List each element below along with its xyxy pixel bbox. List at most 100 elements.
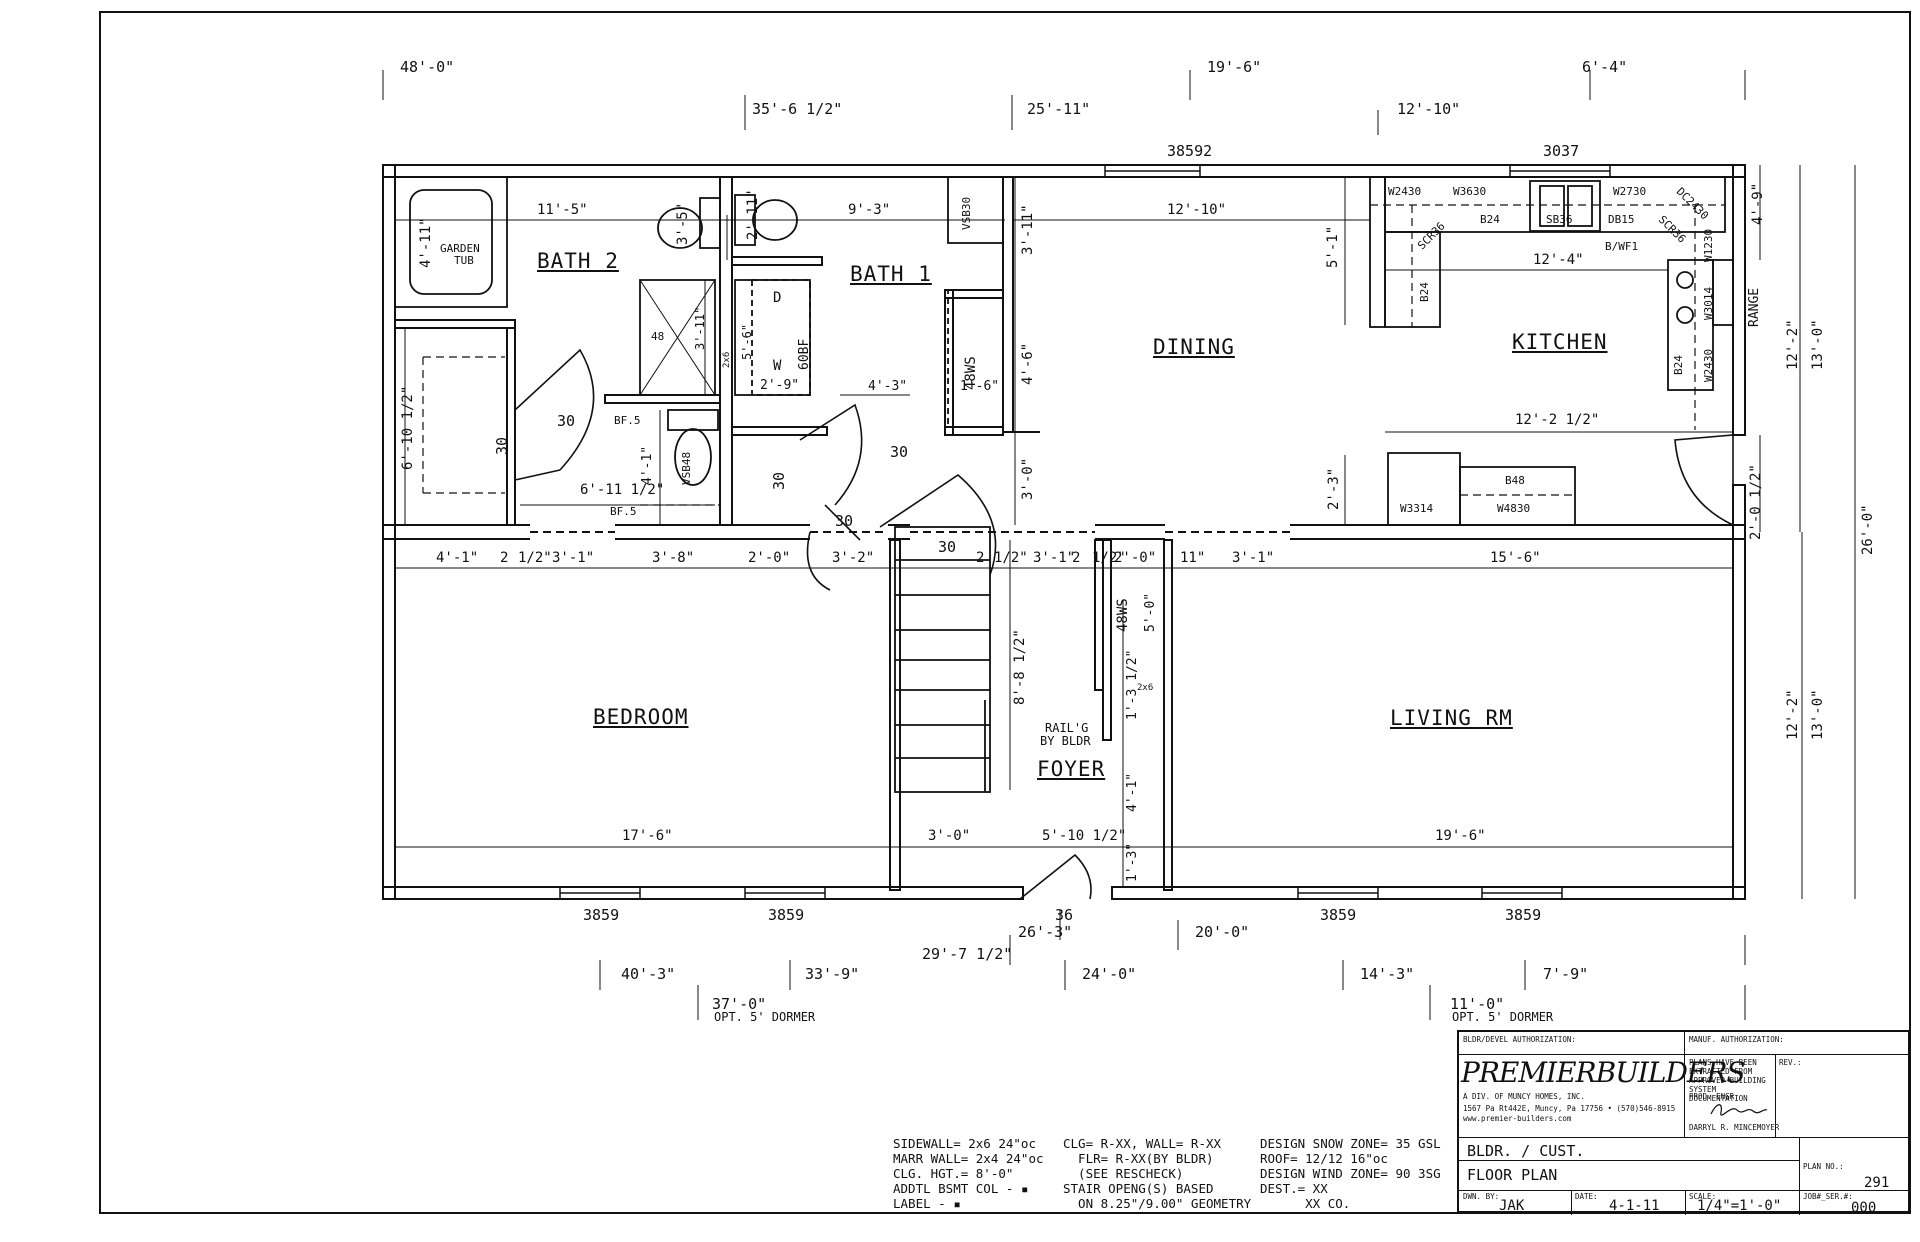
dim-5-1: 5'-1" <box>1325 225 1341 268</box>
window-3859-d: 3859 <box>1505 906 1542 924</box>
divider-v5 <box>1685 1190 1686 1215</box>
customer-name: BLDR. / CUST. <box>1467 1142 1585 1160</box>
dim-4-11: 4'-11" <box>418 217 434 268</box>
dim-19-6: 19'-6" <box>1435 828 1486 844</box>
job-label: JOB#_SER.#: <box>1803 1192 1853 1201</box>
company-logo: PREMIERBUILDERS <box>1461 1056 1746 1089</box>
dim-12-2-half: 12'-2 1/2" <box>1515 412 1600 428</box>
dim-right-26-0: 26'-0" <box>1860 504 1876 555</box>
dim-right-4-9: 4'-9" <box>1750 182 1766 225</box>
engr-name: DARRYL R. MINCEMOYER <box>1689 1123 1780 1132</box>
signature-mark <box>1710 1104 1768 1116</box>
dimension-ticks <box>382 70 1746 1020</box>
window-symbols <box>559 164 1611 900</box>
dim-top-12: 12'-10" <box>1397 100 1461 118</box>
dim-row-3-1a: 3'-1" <box>552 550 595 566</box>
dim-4-3: 4'-3" <box>868 379 908 394</box>
dim-row-half-c: 1/2" <box>1092 550 1126 566</box>
cab-bwf1: B/WF1 <box>1605 240 1639 253</box>
dim-row-2-0a: 2'-0" <box>748 550 791 566</box>
dim-1-6: 1'-6" <box>960 379 1000 394</box>
dim-row-half-a: 1/2" <box>518 550 552 566</box>
room-dining: DINING <box>1153 335 1235 359</box>
dim-3-0: 3'-0" <box>1020 457 1036 500</box>
fixture-vsb48: VSB48 <box>680 451 693 485</box>
room-bath2: BATH 2 <box>537 249 619 273</box>
dim-6-11-half: 6'-11 1/2" <box>580 482 665 498</box>
dim-row-2a: 2 <box>500 550 509 566</box>
marriage-wall <box>383 524 1745 540</box>
door-30-d: 30 <box>770 471 788 490</box>
dim-bot-33: 33'-9" <box>805 965 860 983</box>
toilets <box>657 194 798 486</box>
divider-h4 <box>1459 1190 1908 1191</box>
window-3859-a: 3859 <box>583 906 620 924</box>
cab-b24-c: B24 <box>1672 355 1685 375</box>
cab-w1230: W1230 <box>1702 228 1715 262</box>
dim-4-1b: 4'-1" <box>1125 772 1140 812</box>
plan-no: 291 <box>1864 1175 1890 1191</box>
dim-row-2b: 2 <box>976 550 985 566</box>
fixture-48ws-a: 48WS <box>963 356 979 390</box>
dim-3-5: 3'-5" <box>675 202 691 245</box>
dim-bot-37-dormer: OPT. 5' DORMER <box>714 1010 816 1024</box>
cab-w4830: W4830 <box>1497 502 1531 515</box>
prod-engr-label: PROD. ENGR. <box>1689 1092 1739 1101</box>
dim-bot-11: 11'-0" <box>1450 995 1505 1013</box>
dim-bot-11-dormer: OPT. 5' DORMER <box>1452 1010 1554 1024</box>
door-30-f: 30 <box>938 538 957 556</box>
fixture-bf5-a: BF.5 <box>614 414 641 427</box>
door-30-b: 30 <box>493 436 511 455</box>
vanities <box>734 176 1004 428</box>
sheet-border <box>99 11 1911 1214</box>
dim-2-11: 2'-11" <box>745 189 761 240</box>
cab-w3630: W3630 <box>1453 185 1487 198</box>
company-sub: A DIV. OF MUNCY HOMES, INC. <box>1463 1092 1585 1101</box>
door-30-c: 30 <box>890 443 909 461</box>
divider-v2 <box>1775 1054 1776 1137</box>
dim-bot-40: 40'-3" <box>621 965 676 983</box>
dim-right-13-0a: 13'-0" <box>1810 319 1826 370</box>
interior-walls <box>394 176 1173 891</box>
cab-db15: DB15 <box>1608 213 1635 226</box>
dimension-lines <box>395 165 1856 899</box>
cab-w2430-a: W2430 <box>1388 185 1422 198</box>
notes-col-3: DESIGN SNOW ZONE= 35 GSL ROOF= 12/12 16"… <box>1260 1136 1441 1211</box>
drawn-by: JAK <box>1499 1198 1525 1214</box>
fixture-2x6-b: 2x6 <box>1137 683 1154 693</box>
drawn-by-label: DWN. BY: <box>1463 1192 1500 1201</box>
room-bedroom: BEDROOM <box>593 705 689 729</box>
railing-label: RAIL'G <box>1045 721 1089 735</box>
dim-bot-14: 14'-3" <box>1360 965 1415 983</box>
notes-col-1: SIDEWALL= 2x6 24"oc MARR WALL= 2x4 24"oc… <box>893 1136 1044 1211</box>
cab-b24-a: B24 <box>1480 213 1500 226</box>
dim-bot-24: 24'-0" <box>1082 965 1137 983</box>
dim-row-3-2: 3'-2" <box>832 550 875 566</box>
dim-right-2-0: 2'-0 1/2" <box>1748 464 1764 540</box>
dim-6-10-half: 6'-10 1/2" <box>400 385 416 470</box>
fixture-shower-48: 48 <box>651 330 665 343</box>
company-web: www.premier-builders.com <box>1463 1114 1572 1123</box>
window-3037: 3037 <box>1543 142 1580 160</box>
fixture-washer: W <box>773 358 782 374</box>
window-38592: 38592 <box>1167 142 1213 160</box>
cab-b24-b: B24 <box>1418 282 1431 302</box>
window-3859-b: 3859 <box>768 906 805 924</box>
dim-row-4-1: 4'-1" <box>436 550 479 566</box>
date-label: DATE: <box>1575 1192 1598 1201</box>
door-30-e: 30 <box>835 512 854 530</box>
dim-12-4: 12'-4" <box>1533 252 1584 268</box>
extract-note: PLANS HAVE BEEN EXTRACTED FROM APPROVED … <box>1689 1058 1766 1103</box>
dim-row-half-b: 1/2" <box>994 550 1028 566</box>
dim-bot-26: 26'-3" <box>1018 923 1073 941</box>
dim-12-10: 12'-10" <box>1167 202 1227 218</box>
dim-bot-29: 29'-7 1/2" <box>922 945 1013 963</box>
dim-1-3: 1'-3" <box>1125 842 1140 882</box>
room-kitchen: KITCHEN <box>1512 330 1608 354</box>
dim-3-11b: 3'-11" <box>693 306 707 350</box>
fixture-vsb30: VSB30 <box>960 196 973 230</box>
dim-8-8-half: 8'-8 1/2" <box>1012 629 1028 705</box>
cab-w3014: W3014 <box>1702 286 1715 320</box>
fixture-2x6-a: 2x6 <box>722 351 732 368</box>
notes-col-2: CLG= R-XX, WALL= R-XX FLR= R-XX(BY BLDR)… <box>1063 1136 1252 1211</box>
